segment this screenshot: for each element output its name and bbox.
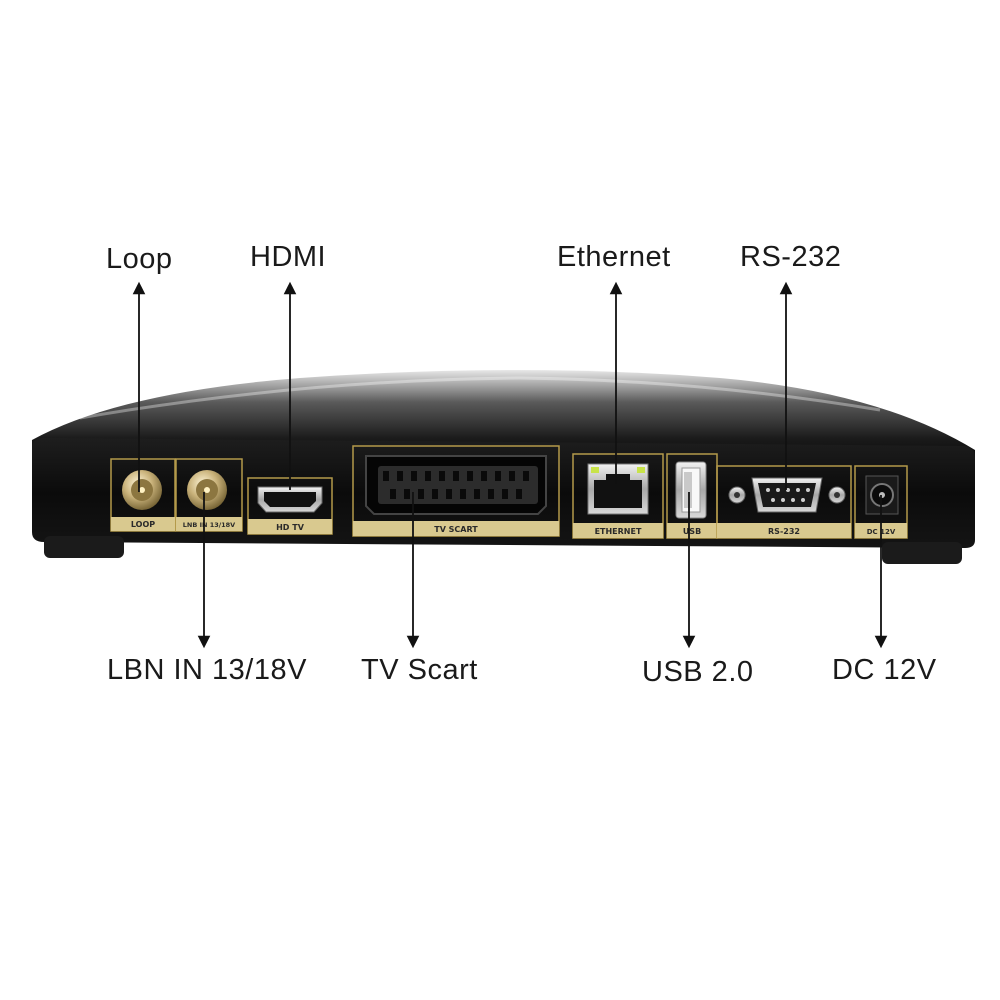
panel-label-ethernet: ETHERNET — [595, 527, 642, 536]
scart-port — [352, 445, 560, 537]
scart-pins — [383, 471, 529, 499]
rs232-port — [716, 465, 852, 539]
receiver-top-shell — [32, 370, 975, 462]
callout-tv-scart: TV Scart — [361, 654, 478, 686]
lnb-in-port — [175, 458, 243, 532]
hdmi-port — [247, 477, 333, 535]
panel-label-loop: LOOP — [131, 520, 155, 529]
panel-label-usb: USB — [683, 527, 701, 536]
callout-ethernet: Ethernet — [557, 241, 671, 273]
callout-lnb-in: LBN IN 13/18V — [107, 654, 307, 686]
foot-left — [44, 536, 124, 558]
callout-usb: USB 2.0 — [642, 656, 754, 688]
callout-hdmi: HDMI — [250, 241, 327, 273]
callout-dc: DC 12V — [832, 654, 937, 686]
callout-loop: Loop — [106, 243, 173, 275]
top-highlight — [79, 376, 881, 420]
panel-label-hdtv: HD TV — [276, 523, 305, 532]
usb-port — [666, 453, 718, 539]
ethernet-port — [572, 453, 664, 539]
panel-label-lnb-in: LNB IN 13/18V — [183, 521, 235, 529]
panel-label-scart: TV SCART — [434, 525, 478, 534]
loop-port — [110, 458, 176, 532]
callout-rs232: RS-232 — [740, 241, 842, 273]
panel-label-rs232: RS-232 — [768, 527, 800, 536]
foot-right — [882, 542, 962, 564]
